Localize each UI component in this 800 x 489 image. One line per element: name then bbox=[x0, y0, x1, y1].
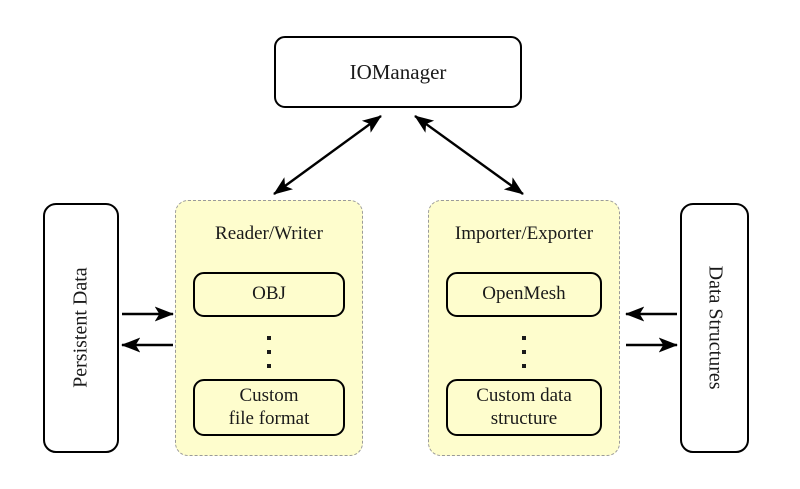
node-data-structures[interactable]: Data Structures bbox=[680, 203, 749, 453]
node-openmesh-label: OpenMesh bbox=[482, 283, 566, 305]
node-persistent-data[interactable]: Persistent Data bbox=[43, 203, 119, 453]
node-custom-file-format[interactable]: Custom file format bbox=[193, 379, 345, 436]
node-obj[interactable]: OBJ bbox=[193, 272, 345, 317]
node-openmesh[interactable]: OpenMesh bbox=[446, 272, 602, 317]
node-custom-data-structure[interactable]: Custom data structure bbox=[446, 379, 602, 436]
ellipsis-dot bbox=[522, 364, 526, 368]
node-obj-label: OBJ bbox=[252, 283, 286, 305]
ellipsis-dot bbox=[267, 350, 271, 354]
node-iomanager-label: IOManager bbox=[349, 59, 447, 84]
node-iomanager[interactable]: IOManager bbox=[274, 36, 522, 108]
node-custom-file-format-label: Custom file format bbox=[229, 385, 310, 430]
ellipsis-dot bbox=[522, 336, 526, 340]
connector-manager-reader bbox=[273, 115, 382, 195]
node-custom-data-structure-label: Custom data structure bbox=[476, 385, 572, 430]
ellipsis-dot bbox=[267, 336, 271, 340]
node-persistent-data-label: Persistent Data bbox=[69, 267, 92, 389]
node-data-structures-label: Data Structures bbox=[704, 266, 727, 390]
ellipsis-icon-importer-exporter bbox=[517, 336, 531, 368]
node-custom-file-format-line1: Custom bbox=[239, 385, 299, 407]
panel-reader-writer-title: Reader/Writer bbox=[215, 223, 323, 244]
panel-importer-exporter-title: Importer/Exporter bbox=[454, 223, 594, 244]
ellipsis-dot bbox=[522, 350, 526, 354]
node-custom-file-format-line2: file format bbox=[228, 407, 310, 429]
node-custom-data-structure-line1: Custom data bbox=[476, 385, 572, 407]
connector-manager-importer bbox=[414, 115, 524, 195]
ellipsis-dot bbox=[267, 364, 271, 368]
node-custom-data-structure-line2: structure bbox=[490, 407, 558, 429]
ellipsis-icon-reader-writer bbox=[262, 336, 276, 368]
